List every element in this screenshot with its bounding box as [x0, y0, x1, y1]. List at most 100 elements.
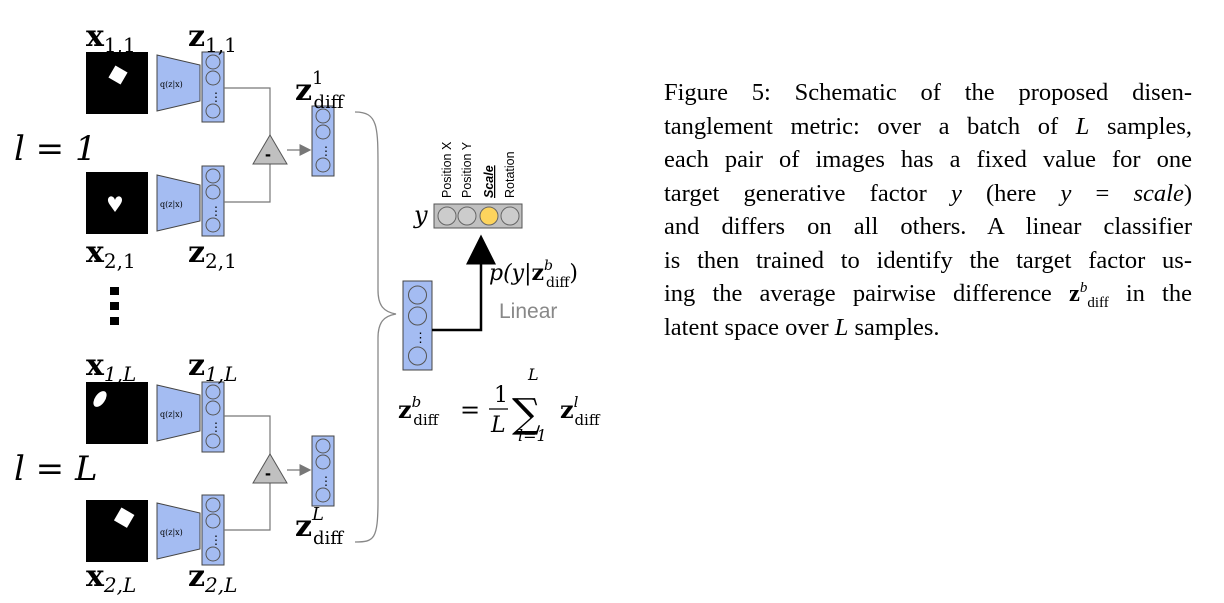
factor-unit-position-x [437, 206, 457, 226]
label-x21: x2,1 [86, 235, 136, 273]
latent-unit [205, 384, 221, 400]
encoder-1-1 [156, 54, 201, 112]
latent-unit [315, 124, 331, 140]
shape-ellipse-icon [93, 391, 107, 407]
encoder-label: q(z|x) [160, 80, 183, 89]
pair-1: q(z|x) ⋮ q(z|x) ⋮ - ⋮ [86, 51, 335, 237]
factor-unit-position-y [457, 206, 477, 226]
formula-sum-sign: ∑ [512, 391, 541, 437]
factor-unit-rotation [500, 206, 520, 226]
latent-zdiff1 [311, 105, 335, 177]
label-l-eq-L: l = L [14, 449, 98, 489]
connector-line [224, 415, 271, 455]
image-x11 [86, 52, 148, 114]
latent-ellipsis: ⋮ [320, 144, 332, 158]
latent-ellipsis: ⋮ [210, 533, 222, 547]
formula-equals: = [460, 396, 480, 424]
label-l-eq-1: l = 1 [14, 129, 97, 169]
minus-sign: - [265, 463, 271, 483]
latent-unit [205, 184, 221, 200]
latent-unit [205, 513, 221, 529]
latent-z21 [201, 165, 225, 237]
minus-sign: - [265, 144, 271, 164]
curly-brace [354, 111, 397, 543]
latent-unit [205, 217, 221, 233]
label-z2L: z2,L [188, 559, 237, 597]
latent-unit [315, 487, 331, 503]
caption-line: and differs on all others. A linear clas… [664, 213, 1192, 240]
latent-unit [408, 346, 427, 366]
latent-z11 [201, 51, 225, 123]
label-x1L: x1,L [86, 348, 136, 386]
latent-ellipsis: ⋮ [414, 331, 427, 346]
figure-caption: Figure 5: Schematic of the proposed dise… [664, 76, 1192, 344]
encoder-label: q(z|x) [160, 200, 183, 209]
factor-label-position-x: Position X [440, 141, 454, 198]
latent-unit [408, 285, 427, 305]
image-x2L [86, 500, 148, 562]
latent-ellipsis: ⋮ [320, 474, 332, 488]
encoder-2-L [156, 502, 201, 560]
formula-sum-lower: l=1 [518, 426, 547, 445]
arrow-to-classifier [432, 234, 496, 332]
latent-unit [315, 108, 331, 124]
latent-unit [205, 168, 221, 184]
subtract-operator-1 [252, 134, 288, 165]
shape-square-icon [108, 65, 128, 85]
latent-unit [315, 157, 331, 173]
latent-unit [205, 70, 221, 86]
latent-zdiffL [311, 435, 335, 507]
latent-unit [205, 54, 221, 70]
encoder-1-L [156, 384, 201, 442]
caption-line: latent space over L samples. [664, 313, 940, 341]
formula-denominator: L [490, 413, 506, 438]
encoder-label: q(z|x) [160, 528, 183, 537]
label-y: y [413, 201, 428, 229]
label-z1L: z1,L [188, 348, 237, 386]
latent-unit [205, 400, 221, 416]
latent-unit [205, 546, 221, 562]
pair-L: q(z|x) ⋮ q(z|x) ⋮ - ⋮ [86, 381, 335, 566]
factor-label-scale: Scale [482, 165, 496, 198]
caption-line: each pair of images has a fixed value fo… [664, 146, 1192, 173]
connector-line [224, 483, 271, 531]
factor-label-position-y: Position Y [460, 141, 474, 198]
connector-line [224, 87, 271, 136]
latent-unit [315, 454, 331, 470]
label-x11: x1,1 [86, 19, 136, 57]
caption-line: tanglement metric: over a batch of L sam… [664, 112, 1192, 140]
caption-line: ing the average pairwise difference zbdi… [664, 279, 1192, 311]
label-z11: z1,1 [188, 19, 237, 57]
label-x2L: x2,L [86, 559, 136, 597]
latent-unit [315, 438, 331, 454]
latent-unit [205, 497, 221, 513]
factor-unit-scale [479, 206, 499, 226]
encoder-2-1 [156, 174, 201, 232]
shape-square-icon [113, 507, 135, 528]
subtract-operator-L [252, 453, 288, 484]
image-x1L [86, 382, 148, 444]
label-z21: z2,1 [188, 235, 237, 273]
latent-ellipsis: ⋮ [210, 204, 222, 218]
label-linear: Linear [499, 300, 557, 323]
vertical-dots [110, 287, 119, 325]
latent-unit [408, 306, 427, 326]
formula-numerator: 1 [494, 383, 508, 408]
latent-unit [205, 433, 221, 449]
schematic-diagram: q(z|x) ⋮ q(z|x) ⋮ - ⋮ x1,1 z1,1 x2,1 z2,… [14, 19, 601, 597]
caption-line: target generative factor y (here y = sca… [664, 179, 1192, 207]
latent-ellipsis: ⋮ [210, 90, 222, 104]
latent-z1L [201, 381, 225, 453]
encoder-label: q(z|x) [160, 410, 183, 419]
formula-sum-upper: L [527, 365, 539, 384]
latent-unit [205, 103, 221, 119]
shape-heart-icon [107, 196, 123, 212]
caption-line: is then trained to identify the target f… [664, 246, 1192, 274]
factor-label-rotation: Rotation [503, 151, 517, 198]
